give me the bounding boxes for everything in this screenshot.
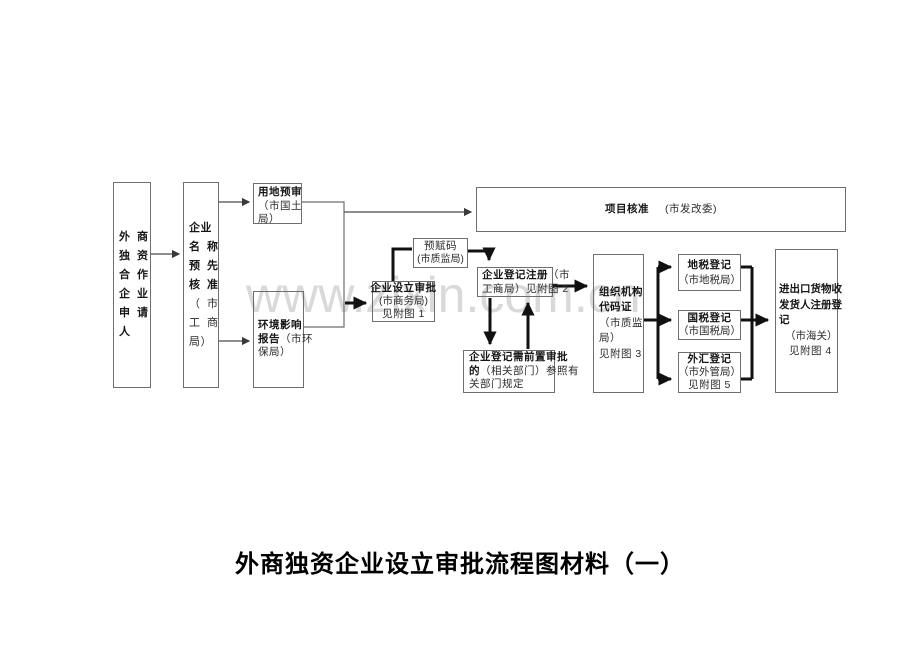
box-subtitle: (市质监局)	[417, 254, 464, 265]
box-subtitle: （市外管局）	[678, 366, 741, 378]
box-registration: 企业登记注册（市 工商局）见附图 2	[477, 267, 570, 297]
box-title: 环境影响	[258, 319, 302, 332]
box-subtitle: 见附图 5	[688, 379, 731, 391]
box-applicant-line: 合 作	[119, 269, 149, 281]
box-title: 地税登记	[687, 258, 732, 271]
box-subtitle: （市地税局）	[678, 273, 741, 286]
box-subtitle: (市商务局)	[379, 295, 428, 307]
box-land-review: 用地预审 （市国土 局）	[253, 183, 302, 225]
box-forex: 外汇登记 （市外管局） 见附图 5	[678, 352, 741, 393]
box-pre-code: 预赋码 (市质监局)	[413, 238, 468, 268]
box-applicant-line: 外 商	[119, 231, 149, 243]
box-org-code: 组织机构 代码证 （市质监 局） 见附图 3	[593, 254, 644, 393]
box-applicant-line: 独 资	[119, 250, 149, 262]
box-title: 项目核准(市发改委)	[605, 202, 717, 215]
line-orgcode-branch	[644, 267, 660, 379]
watermark-text: www.zixin.com.cn	[246, 267, 641, 323]
box-subtitle: 见附图 3	[599, 347, 642, 360]
box-name-check-line: （ 市	[189, 297, 219, 310]
box-title: 发货人注册登	[779, 298, 842, 311]
box-local-tax: 地税登记 （市地税局）	[678, 254, 741, 291]
box-title: 用地预审	[258, 186, 302, 198]
box-subtitle: 局）	[258, 213, 280, 225]
box-name-check-line: 企业	[189, 221, 212, 234]
box-title: 组织机构	[599, 285, 643, 298]
page-title: 外商独资企业设立审批流程图材料（一）	[235, 551, 685, 578]
box-national-tax: 国税登记 （市国税局）	[678, 310, 741, 340]
box-text: 关部门规定	[469, 378, 524, 391]
box-subtitle: （市国土	[258, 199, 302, 212]
box-subtitle: （市国税局）	[678, 325, 741, 337]
box-title: 企业登记需前置审批	[469, 351, 568, 364]
box-subtitle: 局）	[599, 332, 621, 345]
box-title: 报告（市环	[258, 332, 313, 345]
box-applicant: 外 商 独 资 合 作 企 业 申 请 人	[113, 182, 151, 388]
box-subtitle: 工商局）见附图 2	[482, 283, 569, 295]
box-name-check-line: 局）	[189, 335, 212, 348]
box-title: 记	[779, 314, 790, 327]
arrow-precode-to-registration	[468, 247, 496, 262]
box-customs: 进出口货物收 发货人注册登 记 （市海关） 见附图 4	[775, 249, 842, 393]
box-name-check-line: 名 称	[189, 240, 219, 253]
box-title: 企业登记注册（市	[482, 269, 570, 281]
box-subtitle: （市质监	[599, 316, 643, 329]
box-env-report: 环境影响 报告（市环 保局）	[253, 291, 313, 388]
box-title: 代码证	[599, 301, 632, 314]
box-text: 的（相关部门）参照有	[469, 364, 579, 377]
box-name-check: 企业 名 称 预 先 核 准 （ 市 工 商 局）	[183, 182, 219, 388]
box-title: 国税登记	[687, 312, 732, 324]
box-title: 外汇登记	[687, 353, 732, 365]
box-title: 进出口货物收	[779, 283, 842, 296]
box-applicant-line: 企 业	[119, 288, 149, 300]
box-subtitle: 保局）	[258, 346, 291, 359]
box-applicant-line: 人	[119, 326, 131, 338]
box-name-check-line: 预 先	[189, 259, 219, 272]
box-title: 预赋码	[424, 240, 457, 252]
box-subtitle: 见附图 4	[789, 345, 832, 358]
line-tax-merge	[741, 265, 754, 381]
box-title: 企业设立审批	[370, 282, 437, 294]
box-name-check-line: 核 准	[189, 278, 219, 291]
box-applicant-line: 申 请	[119, 307, 149, 319]
box-subtitle: 见附图 1	[382, 308, 425, 320]
box-project-approval: 项目核准(市发改委)	[476, 187, 846, 232]
box-setup-approval: 企业设立审批 (市商务局) 见附图 1	[370, 281, 437, 322]
box-pre-approval-note: 企业登记需前置审批 的（相关部门）参照有 关部门规定	[463, 350, 579, 393]
box-subtitle: （市海关）	[785, 329, 838, 342]
box-name-check-line: 工 商	[189, 316, 219, 329]
